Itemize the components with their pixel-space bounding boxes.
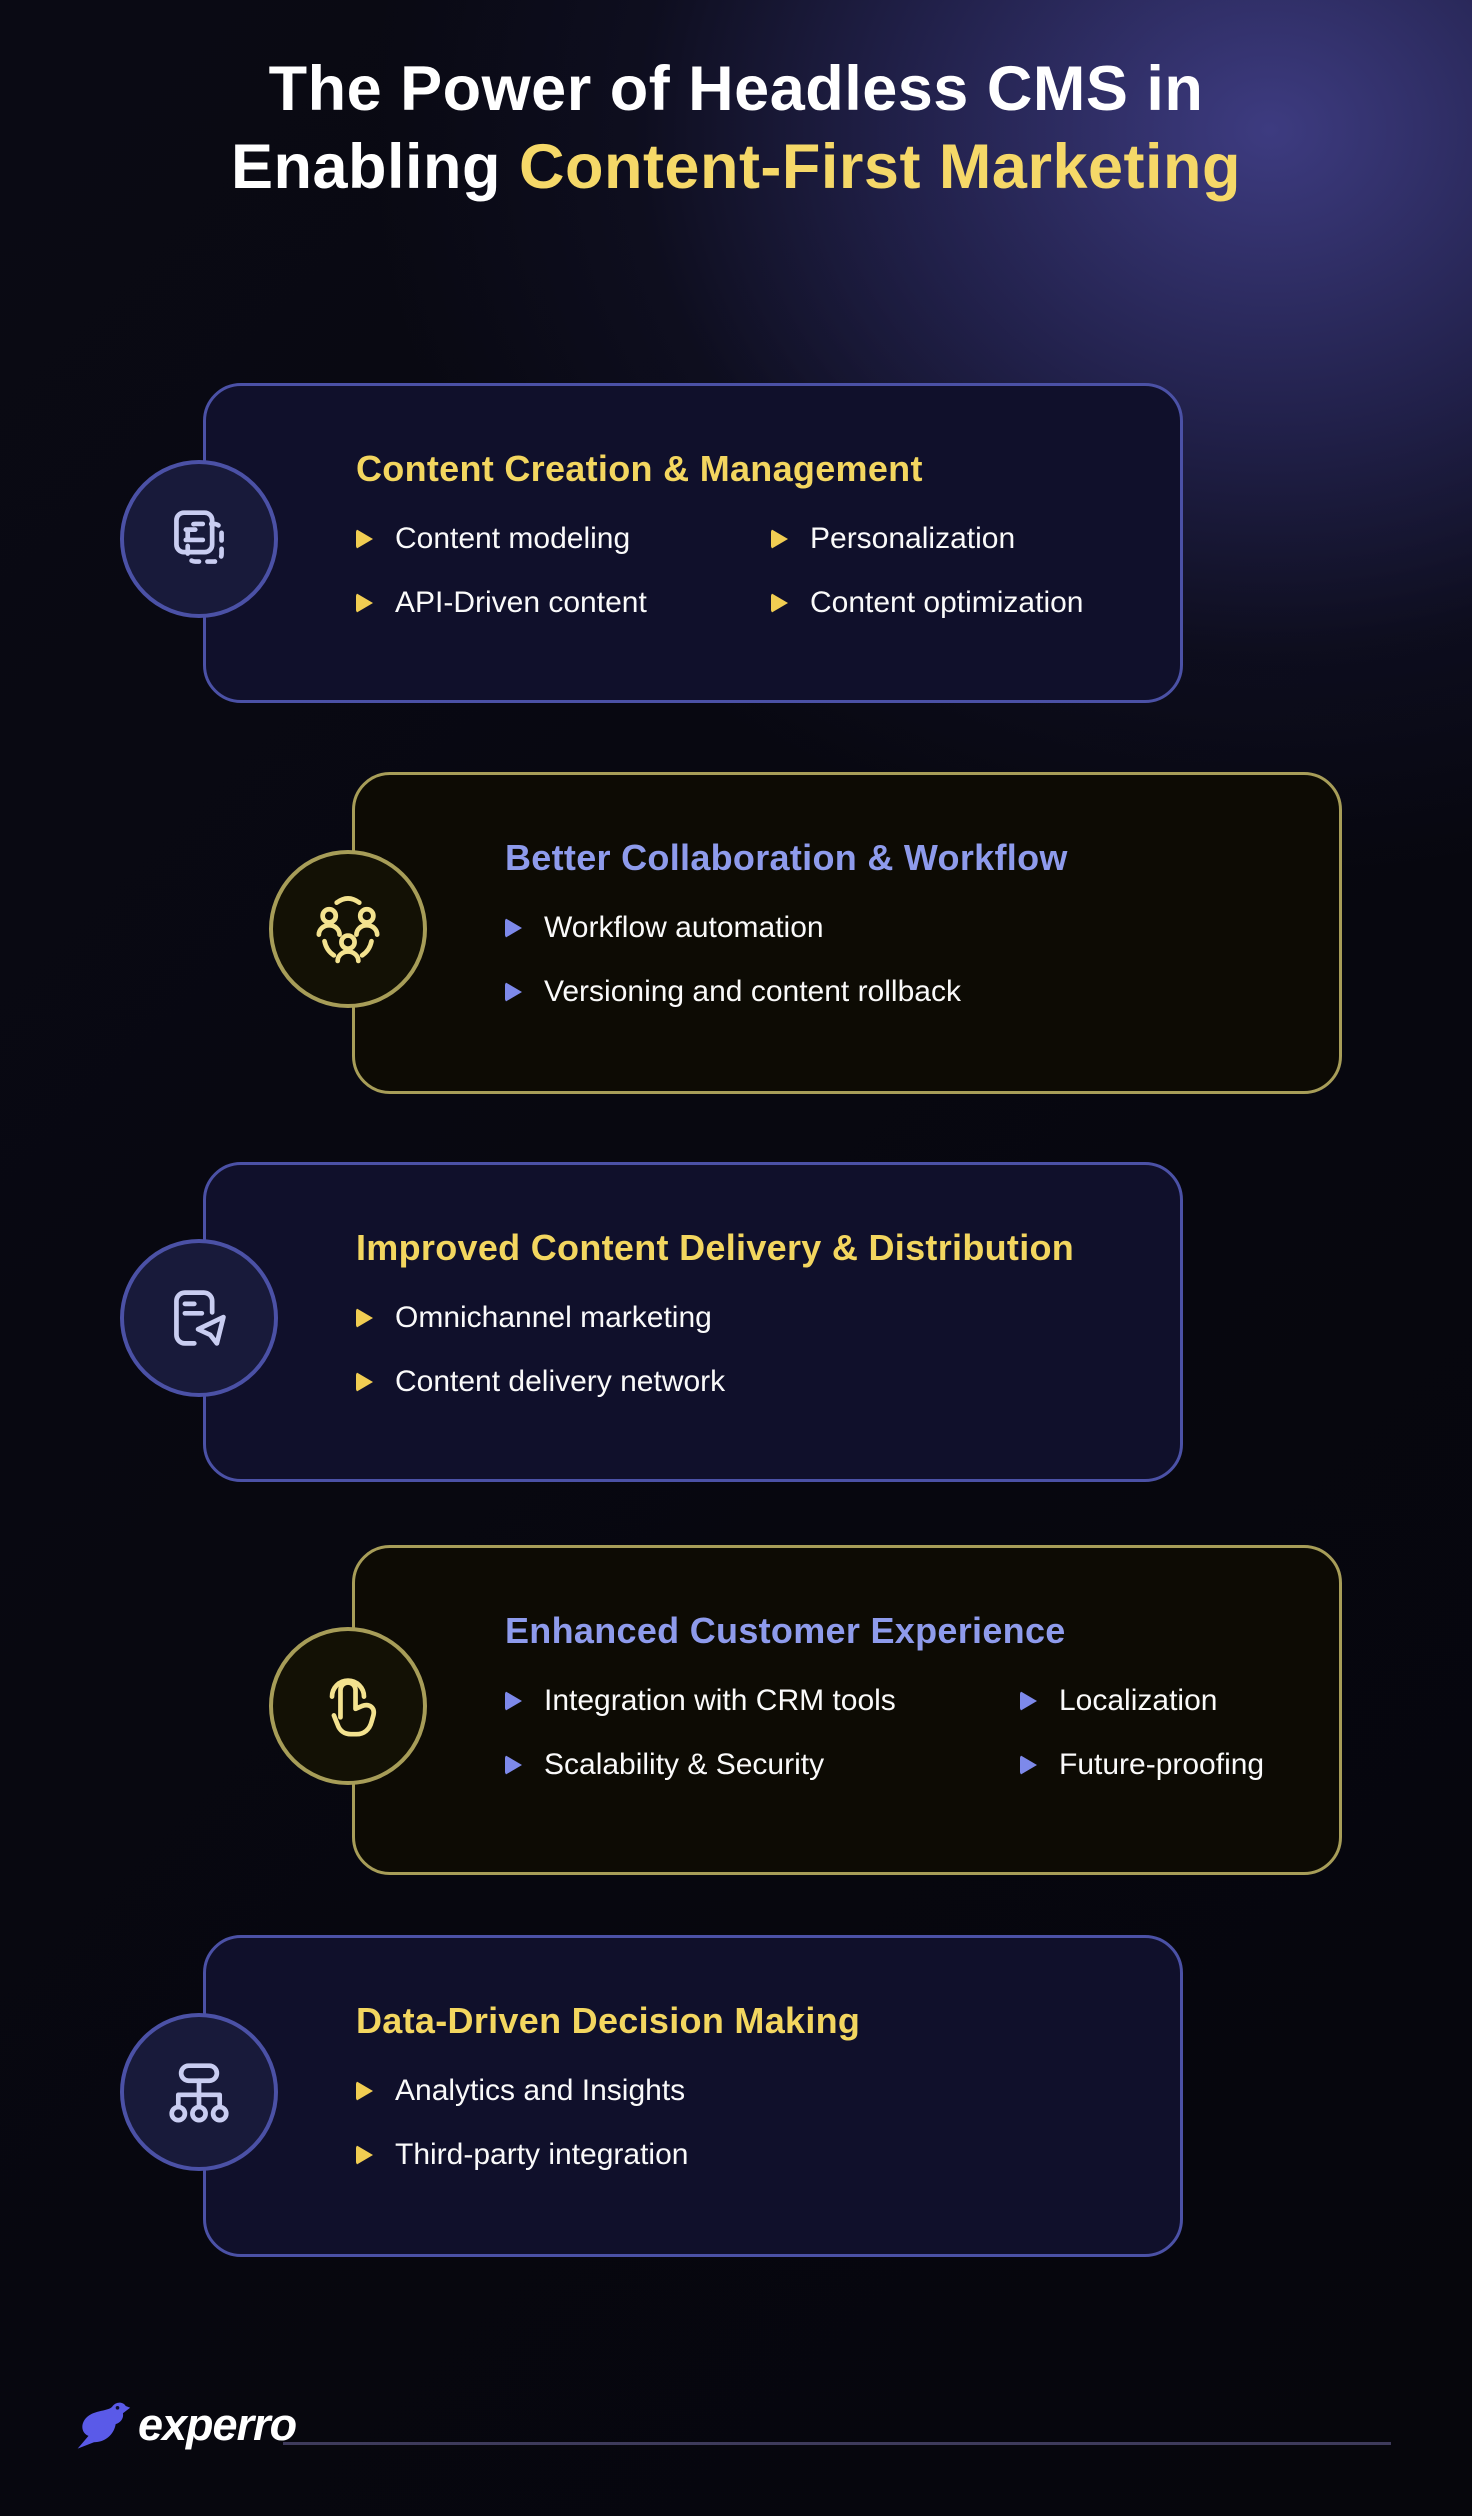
list-item: Omnichannel marketing xyxy=(356,1301,1140,1335)
card-item-list: Content modeling Personalization API-Dri… xyxy=(356,522,1140,620)
experro-wordmark: experro xyxy=(138,2399,297,2450)
list-item-label: Content optimization xyxy=(810,586,1084,619)
list-item-label: Omnichannel marketing xyxy=(395,1301,712,1334)
triangle-bullet-icon xyxy=(356,529,373,549)
list-item: API-Driven content xyxy=(356,586,771,620)
triangle-bullet-icon xyxy=(1020,1691,1037,1711)
card-collaboration-workflow: Better Collaboration & Workflow Workflow… xyxy=(352,772,1342,1094)
list-item: Analytics and Insights xyxy=(356,2074,1140,2108)
list-item-label: Versioning and content rollback xyxy=(544,975,961,1008)
tap-gesture-icon xyxy=(269,1627,427,1785)
page-title: The Power of Headless CMS in Enabling Co… xyxy=(0,50,1472,206)
list-item: Future-proofing xyxy=(1020,1748,1299,1782)
experro-bird-icon xyxy=(77,2402,131,2449)
list-item: Personalization xyxy=(771,522,1140,556)
card-item-list: Workflow automation Versioning and conte… xyxy=(505,911,1299,1009)
card-content-creation: Content Creation & Management Content mo… xyxy=(203,383,1183,703)
triangle-bullet-icon xyxy=(505,1755,522,1775)
card-heading: Content Creation & Management xyxy=(356,448,923,489)
collaboration-people-icon xyxy=(269,850,427,1008)
list-item-label: Workflow automation xyxy=(544,911,824,944)
triangle-bullet-icon xyxy=(771,529,788,549)
triangle-bullet-icon xyxy=(356,1308,373,1328)
brand-logo: experro xyxy=(74,2396,297,2454)
list-item-label: Content modeling xyxy=(395,522,631,555)
triangle-bullet-icon xyxy=(356,593,373,613)
list-item: Scalability & Security xyxy=(505,1748,1020,1782)
triangle-bullet-icon xyxy=(356,1372,373,1392)
sitemap-icon xyxy=(120,2013,278,2171)
list-item: Integration with CRM tools xyxy=(505,1684,1020,1718)
list-item: Content optimization xyxy=(771,586,1140,620)
triangle-bullet-icon xyxy=(356,2081,373,2101)
list-item-label: Integration with CRM tools xyxy=(544,1684,896,1717)
triangle-bullet-icon xyxy=(505,982,522,1002)
list-item: Localization xyxy=(1020,1684,1299,1718)
card-heading: Improved Content Delivery & Distribution xyxy=(356,1227,1075,1268)
list-item-label: API-Driven content xyxy=(395,586,647,619)
title-line2-prefix: Enabling xyxy=(230,132,519,203)
card-item-list: Analytics and Insights Third-party integ… xyxy=(356,2074,1140,2172)
title-line1: The Power of Headless CMS in xyxy=(268,54,1204,124)
list-item: Versioning and content rollback xyxy=(505,975,1299,1009)
card-item-list: Omnichannel marketing Content delivery n… xyxy=(356,1301,1140,1399)
list-item: Content modeling xyxy=(356,522,771,556)
list-item-label: Scalability & Security xyxy=(544,1748,825,1781)
triangle-bullet-icon xyxy=(505,1691,522,1711)
list-item-label: Localization xyxy=(1059,1684,1218,1717)
card-customer-experience: Enhanced Customer Experience Integration… xyxy=(352,1545,1342,1875)
triangle-bullet-icon xyxy=(356,2145,373,2165)
card-item-list: Integration with CRM tools Localization … xyxy=(505,1684,1299,1782)
card-heading: Enhanced Customer Experience xyxy=(505,1610,1066,1651)
list-item: Workflow automation xyxy=(505,911,1299,945)
list-item-label: Analytics and Insights xyxy=(395,2074,686,2107)
copy-document-icon xyxy=(120,460,278,618)
triangle-bullet-icon xyxy=(771,593,788,613)
list-item: Third-party integration xyxy=(356,2138,1140,2172)
list-item: Content delivery network xyxy=(356,1365,1140,1399)
footer-divider xyxy=(283,2442,1391,2445)
card-heading: Better Collaboration & Workflow xyxy=(505,837,1068,878)
card-data-driven: Data-Driven Decision Making Analytics an… xyxy=(203,1935,1183,2257)
list-item-label: Content delivery network xyxy=(395,1365,726,1398)
list-item-label: Future-proofing xyxy=(1059,1748,1265,1781)
card-content-delivery: Improved Content Delivery & Distribution… xyxy=(203,1162,1183,1482)
list-item-label: Personalization xyxy=(810,522,1016,555)
document-send-icon xyxy=(120,1239,278,1397)
title-highlight: Content-First Marketing xyxy=(518,132,1241,203)
card-heading: Data-Driven Decision Making xyxy=(356,2000,861,2041)
list-item-label: Third-party integration xyxy=(395,2138,689,2171)
triangle-bullet-icon xyxy=(505,918,522,938)
triangle-bullet-icon xyxy=(1020,1755,1037,1775)
